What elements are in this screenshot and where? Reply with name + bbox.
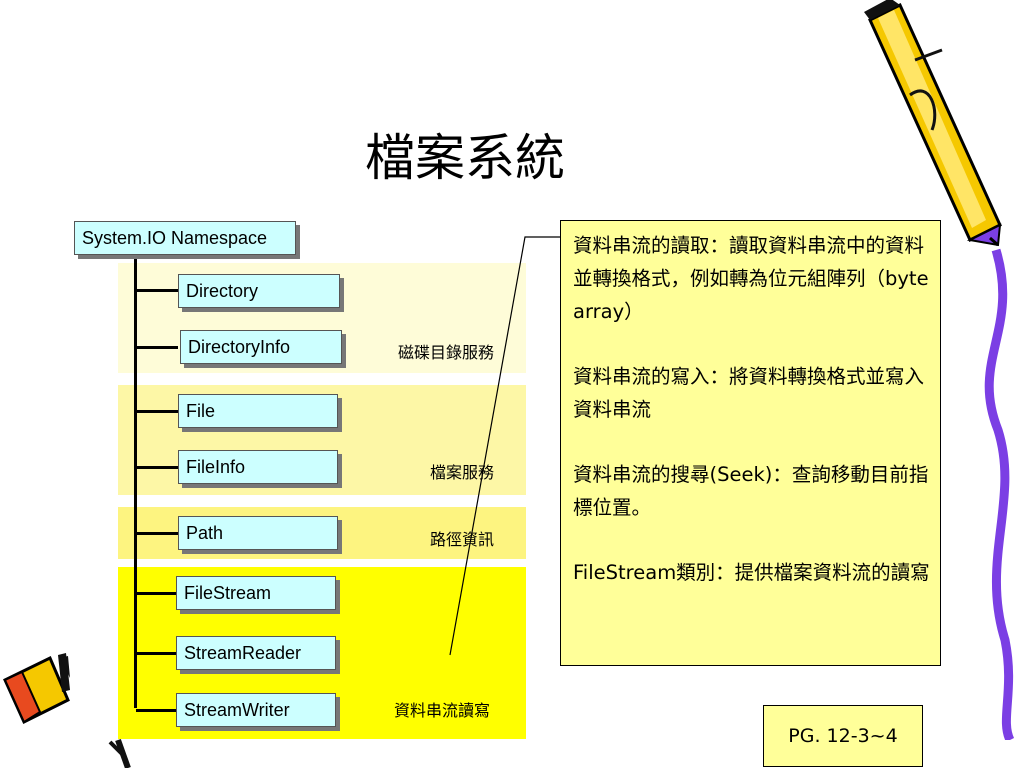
connector-line — [136, 709, 178, 712]
note-paragraph-read: 資料串流的讀取：讀取資料串流中的資料並轉換格式，例如轉為位元組陣列（byte a… — [573, 234, 929, 323]
service-label-path: 路徑資訊 — [430, 530, 495, 549]
service-label-disk: 磁碟目錄服務 — [398, 343, 495, 362]
slide-title: 檔案系統 — [365, 129, 565, 187]
pencil-clipart-icon — [3, 653, 131, 768]
connector-line — [136, 652, 178, 655]
class-node-filestream: FileStream — [176, 576, 336, 610]
page-reference-box: PG. 12-3~4 — [763, 705, 923, 767]
class-node-file: File — [178, 394, 338, 428]
note-paragraph-filestream: FileStream類別：提供檔案資料流的讀寫 — [573, 561, 930, 584]
connector-line — [136, 592, 178, 595]
connector-line — [136, 289, 178, 292]
hierarchy-trunk-line — [134, 258, 137, 708]
service-label-file: 檔案服務 — [430, 463, 495, 482]
class-node-fileinfo: FileInfo — [178, 450, 338, 484]
class-node-directory: Directory — [178, 274, 340, 308]
note-paragraph-seek: 資料串流的搜尋(Seek)：查詢移動目前指標位置。 — [573, 463, 929, 519]
class-node-streamwriter: StreamWriter — [176, 693, 336, 727]
connector-line — [136, 346, 178, 349]
connector-line — [136, 532, 178, 535]
note-paragraph-write: 資料串流的寫入：將資料轉換格式並寫入資料串流 — [573, 365, 925, 421]
class-node-streamreader: StreamReader — [176, 636, 336, 670]
pencil-clipart-icon — [864, 0, 1015, 740]
connector-line — [136, 410, 178, 413]
service-label-stream: 資料串流讀寫 — [394, 701, 491, 720]
notes-callout-box: 資料串流的讀取：讀取資料串流中的資料並轉換格式，例如轉為位元組陣列（byte a… — [560, 220, 941, 666]
connector-line — [136, 466, 178, 469]
namespace-root-node: System.IO Namespace — [74, 221, 296, 255]
class-node-path: Path — [178, 516, 338, 550]
class-node-directoryinfo: DirectoryInfo — [180, 330, 342, 364]
